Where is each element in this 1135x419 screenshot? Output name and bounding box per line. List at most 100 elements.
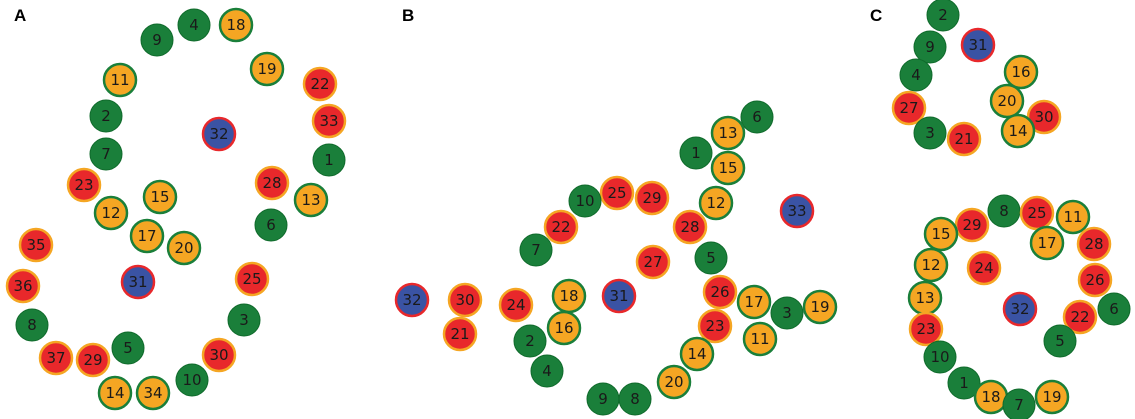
node-circle [120, 264, 156, 300]
node-28: 28 [1076, 226, 1112, 262]
node-29: 29 [634, 180, 670, 216]
node-23: 23 [908, 311, 944, 347]
node-number: 15 [150, 188, 169, 206]
node-circle [302, 66, 338, 102]
node-circle [656, 364, 692, 400]
node-circle [93, 195, 129, 231]
node-number: 14 [105, 384, 124, 402]
node-18: 18 [973, 379, 1009, 415]
node-number: 1 [691, 144, 701, 162]
node-9: 9 [586, 382, 620, 416]
node-circle [5, 268, 41, 304]
node-circle [513, 324, 547, 358]
node-number: 1 [959, 374, 969, 392]
node-14: 14 [1000, 113, 1036, 149]
node-circle [1055, 199, 1091, 235]
node-28: 28 [254, 165, 290, 201]
node-number: 9 [925, 38, 935, 56]
node-number: 28 [1084, 235, 1103, 253]
node-number: 20 [997, 92, 1016, 110]
node-1: 1 [947, 366, 981, 400]
panel-label: A [14, 6, 26, 25]
node-31: 31 [120, 264, 156, 300]
node-number: 24 [506, 296, 525, 314]
node-17: 17 [736, 284, 772, 320]
node-22: 22 [1062, 299, 1098, 335]
node-circle [923, 340, 957, 374]
node-4: 4 [530, 354, 564, 388]
node-number: 36 [13, 277, 32, 295]
node-number: 8 [630, 390, 640, 408]
node-number: 24 [974, 259, 993, 277]
node-35: 35 [18, 227, 54, 263]
node-number: 14 [1008, 122, 1027, 140]
node-circle [111, 331, 145, 365]
node-number: 17 [744, 293, 763, 311]
node-circle [15, 308, 49, 342]
node-19: 19 [802, 289, 838, 325]
node-number: 13 [301, 191, 320, 209]
node-circle [135, 375, 171, 411]
node-6: 6 [740, 100, 774, 134]
node-number: 5 [123, 339, 133, 357]
node-circle [899, 58, 933, 92]
node-15: 15 [710, 150, 746, 186]
node-circle [140, 23, 174, 57]
node-33: 33 [779, 193, 815, 229]
node-19: 19 [1034, 379, 1070, 415]
node-circle [312, 143, 346, 177]
node-number: 16 [1011, 63, 1030, 81]
node-number: 30 [1034, 108, 1053, 126]
node-circle [166, 230, 202, 266]
node-6: 6 [1097, 292, 1131, 326]
node-23: 23 [697, 308, 733, 344]
node-2: 2 [513, 324, 547, 358]
node-circle [177, 8, 211, 42]
node-3: 3 [913, 116, 947, 150]
node-circle [394, 282, 430, 318]
node-13: 13 [907, 280, 943, 316]
node-number: 19 [257, 60, 276, 78]
node-10: 10 [175, 363, 209, 397]
node-circle [498, 287, 534, 323]
node-1: 1 [679, 136, 713, 170]
node-number: 10 [575, 192, 594, 210]
node-number: 29 [962, 216, 981, 234]
node-number: 15 [931, 225, 950, 243]
node-circle [227, 303, 261, 337]
node-circle [740, 100, 774, 134]
node-12: 12 [93, 195, 129, 231]
node-9: 9 [140, 23, 174, 57]
node-26: 26 [1077, 262, 1113, 298]
node-number: 10 [930, 348, 949, 366]
node-2: 2 [89, 99, 123, 133]
node-14: 14 [97, 375, 133, 411]
node-circle [89, 137, 123, 171]
node-number: 3 [239, 311, 249, 329]
node-circle [926, 0, 960, 32]
node-circle [175, 363, 209, 397]
node-20: 20 [166, 230, 202, 266]
node-22: 22 [543, 209, 579, 245]
node-circle [710, 150, 746, 186]
node-number: 37 [46, 349, 65, 367]
node-10: 10 [568, 184, 602, 218]
node-number: 4 [542, 362, 552, 380]
node-4: 4 [177, 8, 211, 42]
node-number: 6 [752, 108, 762, 126]
node-12: 12 [698, 185, 734, 221]
node-16: 16 [546, 310, 582, 346]
node-number: 11 [1063, 208, 1082, 226]
node-number: 23 [916, 320, 935, 338]
node-number: 29 [83, 351, 102, 369]
node-15: 15 [142, 179, 178, 215]
node-number: 21 [954, 130, 973, 148]
node-33: 33 [311, 103, 347, 139]
node-circle [694, 241, 728, 275]
node-circle [736, 284, 772, 320]
node-number: 25 [607, 184, 626, 202]
